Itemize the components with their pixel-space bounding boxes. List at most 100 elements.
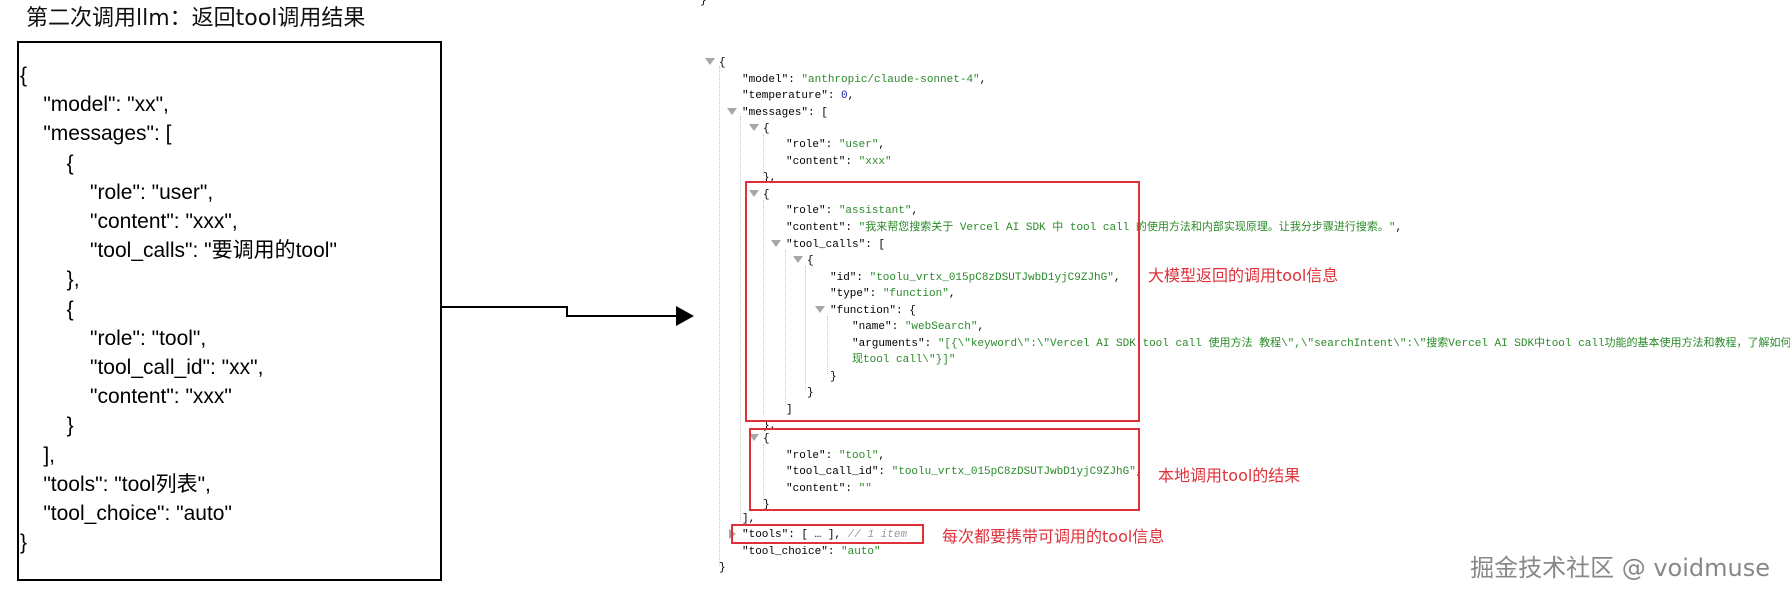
msg1-content-key: "content" xyxy=(786,156,846,168)
tools-highlight xyxy=(731,524,924,544)
msg3-role-line: "role": "tool", xyxy=(786,450,886,462)
json-model-line: "model": "anthropic/claude-sonnet-4", xyxy=(742,74,987,86)
toolcall-id-value: "toolu_vrtx_015pC8zDSUTJwbD1yjC9ZJhG" xyxy=(869,272,1114,284)
guide-msg2 xyxy=(763,200,764,414)
toolcall-function-line: "function": { xyxy=(830,305,916,317)
toolcall-type-key: "type" xyxy=(830,288,870,300)
code-line: "tool_choice": "auto" xyxy=(20,502,232,525)
function-arguments-value-cont: 现tool call\"}]" xyxy=(852,354,956,366)
msg3-open: { xyxy=(763,433,770,445)
code-line: "tools": "tool列表", xyxy=(20,472,211,496)
toolcall-type-value: "function" xyxy=(882,288,949,300)
function-close: } xyxy=(830,371,837,383)
tools-collapsed[interactable]: [ … ], xyxy=(801,529,842,541)
guide-messages xyxy=(740,116,741,522)
function-arguments-value: "[{\"keyword\":\"Vercel AI SDK tool call… xyxy=(937,338,1790,350)
code-line: { xyxy=(20,151,74,175)
function-name-value: "webSearch" xyxy=(904,321,978,333)
msg2-role-line: "role": "assistant", xyxy=(786,205,919,217)
msg3-role-key: "role" xyxy=(786,450,826,462)
expand-msg1-toggle-icon[interactable] xyxy=(749,124,759,131)
msg1-role-value: "user" xyxy=(838,139,879,151)
code-line: }, xyxy=(20,268,80,292)
json-open: { xyxy=(719,57,726,69)
msg1-content-line: "content": "xxx" xyxy=(786,156,892,168)
code-line: "model": "xx", xyxy=(20,93,169,117)
tool-choice-key: "tool_choice" xyxy=(742,546,828,558)
code-line: "tool_call_id": "xx", xyxy=(20,356,264,379)
expand-msg3-toggle-icon[interactable] xyxy=(749,434,759,441)
msg3-role-value: "tool" xyxy=(838,450,879,462)
expand-root-toggle-icon[interactable] xyxy=(705,58,715,65)
code-line: "content": "xxx" xyxy=(20,385,232,409)
msg1-open: { xyxy=(763,123,770,135)
function-arguments-line: "arguments": "[{\"keyword\":\"Vercel AI … xyxy=(852,337,1790,351)
guide-toolcall-item xyxy=(805,266,806,390)
msg3-content-value: "" xyxy=(858,483,872,495)
msg3-tool-call-id-line: "tool_call_id": "toolu_vrtx_015pC8zDSUTJ… xyxy=(786,466,1143,478)
json-temperature-line: "temperature": 0, xyxy=(742,90,855,102)
json-tool-choice-line: "tool_choice": "auto" xyxy=(742,546,881,558)
messages-key: "messages" xyxy=(742,107,809,119)
expand-messages-toggle-icon[interactable] xyxy=(727,108,737,115)
msg2-content-line: "content": "我来帮您搜索关于 Vercel AI SDK 中 too… xyxy=(786,222,1403,234)
watermark: 掘金技术社区 @ voidmuse xyxy=(1470,554,1770,582)
diagram-title: 第二次调用llm：返回tool调用结果 xyxy=(26,6,366,31)
msg1-content-value: "xxx" xyxy=(858,156,892,168)
request-body-box xyxy=(17,41,442,581)
msg3-close: } xyxy=(763,499,770,511)
temperature-value: 0 xyxy=(841,90,848,102)
json-top-brace: } xyxy=(700,0,707,7)
toolcall-id-line: "id": "toolu_vrtx_015pC8zDSUTJwbD1yjC9ZJ… xyxy=(830,272,1121,284)
msg1-role-key: "role" xyxy=(786,139,826,151)
msg1-role-line: "role": "user", xyxy=(786,139,886,151)
tool-call-id-value: "toolu_vrtx_015pC8zDSUTJwbD1yjC9ZJhG" xyxy=(891,466,1136,478)
messages-close: ], xyxy=(742,513,756,525)
code-line: } xyxy=(20,531,28,555)
msg2-content-key: "content" xyxy=(786,222,846,234)
note-llm-tool-calls: 大模型返回的调用tool信息 xyxy=(1148,266,1339,285)
msg3-content-key: "content" xyxy=(786,483,846,495)
msg2-role-value: "assistant" xyxy=(838,205,912,217)
msg2-role-key: "role" xyxy=(786,205,826,217)
function-name-key: "name" xyxy=(852,321,892,333)
json-tools-line[interactable]: "tools": [ … ], // 1 item xyxy=(742,529,908,541)
expand-function-toggle-icon[interactable] xyxy=(815,306,825,313)
guide-msg1 xyxy=(763,134,764,176)
tool-result-highlight xyxy=(749,428,1140,511)
code-line: "tool_calls": "要调用的tool" xyxy=(20,239,337,263)
function-key: "function" xyxy=(830,305,897,317)
assistant-tool-calls-highlight xyxy=(745,181,1140,422)
function-name-line: "name": "webSearch", xyxy=(852,321,985,333)
toolcall-id-key: "id" xyxy=(830,272,857,284)
function-arguments-key: "arguments" xyxy=(852,338,925,350)
note-tools-each-time: 每次都要携带可调用的tool信息 xyxy=(942,527,1165,546)
guide-msg3 xyxy=(763,444,764,504)
expand-msg2-toggle-icon[interactable] xyxy=(749,190,759,197)
toolcall-item-open: { xyxy=(807,255,814,267)
tool-choice-value: "auto" xyxy=(841,546,881,558)
code-line: "role": "tool", xyxy=(20,326,207,350)
tools-key: "tools" xyxy=(742,529,789,541)
code-line: "role": "user", xyxy=(20,180,214,204)
msg3-content-line: "content": "" xyxy=(786,483,872,495)
toolcall-type-line: "type": "function", xyxy=(830,288,956,300)
guide-root xyxy=(719,66,720,566)
function-arguments-cont: 现tool call\"}]" xyxy=(852,353,955,367)
tool-calls-line: "tool_calls": [ xyxy=(786,239,886,251)
json-close: } xyxy=(719,562,726,574)
msg2-open: { xyxy=(763,189,770,201)
json-viewer: } { "model": "anthropic/claude-sonnet-4"… xyxy=(700,0,1790,597)
json-messages-line: "messages": [ xyxy=(742,107,828,119)
expand-toolcall-item-toggle-icon[interactable] xyxy=(793,256,803,263)
code-line: "content": "xxx", xyxy=(20,210,238,233)
code-line: ], xyxy=(20,443,56,467)
tool-calls-close: ] xyxy=(786,404,793,416)
tools-comment: // 1 item xyxy=(847,529,908,541)
tool-call-id-key: "tool_call_id" xyxy=(786,466,879,478)
model-key: "model" xyxy=(742,74,789,86)
tool-calls-key: "tool_calls" xyxy=(786,239,866,251)
code-line: { xyxy=(20,297,74,321)
expand-toolcalls-toggle-icon[interactable] xyxy=(771,240,781,247)
